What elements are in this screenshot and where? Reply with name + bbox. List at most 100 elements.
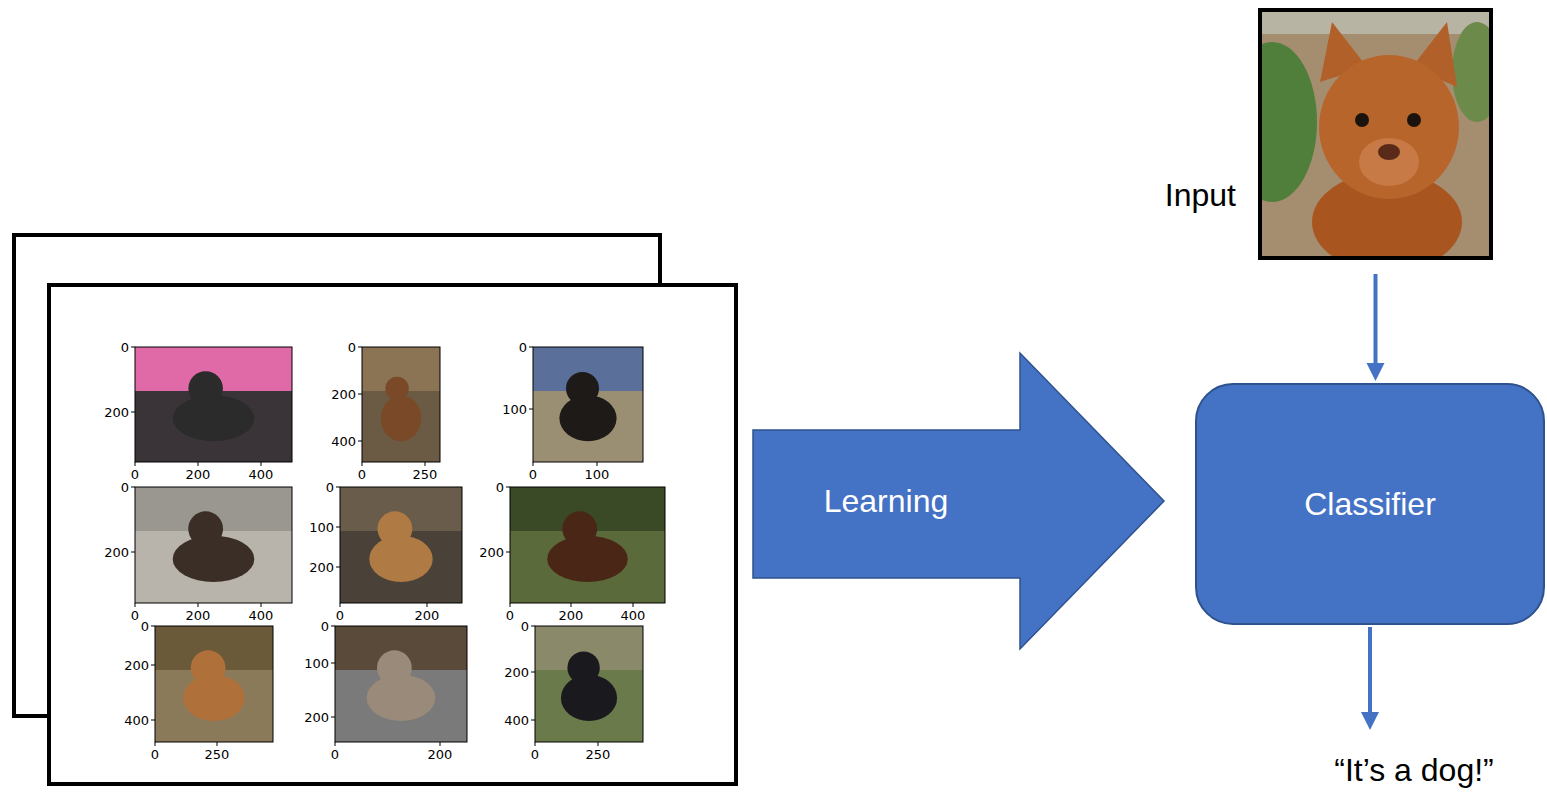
input-image: Input [1258, 8, 1493, 260]
tick-label: 200 [304, 710, 329, 725]
photo-ground [135, 347, 292, 462]
dog-photo [131, 347, 292, 466]
dog-head [562, 511, 597, 546]
tick-mark [131, 412, 135, 413]
tick-mark [633, 603, 634, 607]
arrow-shaft [1368, 627, 1372, 714]
arrow-shaft [1374, 274, 1378, 365]
dog-nose [1378, 144, 1400, 160]
tick-label: 400 [331, 434, 356, 449]
dog-head [188, 371, 223, 406]
output-label: “It’s a dog!” [1334, 752, 1493, 789]
tick-mark [358, 394, 362, 395]
dog-head [191, 650, 226, 685]
tick-label: 0 [506, 608, 514, 623]
tick-label: 0 [131, 608, 139, 623]
tick-mark [506, 552, 510, 553]
tick-mark [331, 626, 335, 627]
tick-label: 200 [124, 658, 149, 673]
dog-photo [531, 626, 643, 746]
dog-photo [336, 487, 462, 607]
block-arrow [752, 352, 1165, 650]
arrow-head [1361, 712, 1379, 730]
tick-label: 0 [326, 480, 334, 495]
output-text: “It’s a dog!” [1330, 752, 1497, 789]
photo-ground [510, 487, 665, 603]
photo-ground [155, 626, 273, 742]
tick-mark [331, 663, 335, 664]
dog-head [566, 372, 599, 405]
axes-frame [535, 626, 643, 742]
dog-photo [151, 626, 273, 746]
tick-mark [336, 487, 340, 488]
arrow-shape [753, 353, 1164, 649]
photo-ground [335, 626, 467, 742]
tick-mark [598, 742, 599, 746]
arrow-label: Learning [824, 483, 949, 520]
tick-mark [425, 462, 426, 466]
tick-label: 0 [358, 467, 366, 482]
tick-label: 250 [413, 467, 438, 482]
axes-frame [362, 347, 440, 462]
tick-label: 200 [415, 608, 440, 623]
tick-label: 200 [104, 545, 129, 560]
tick-label: 200 [479, 545, 504, 560]
tick-label: 250 [586, 747, 611, 762]
tick-label: 0 [496, 480, 504, 495]
tick-mark [531, 626, 535, 627]
dog-head [378, 511, 413, 546]
tick-mark [331, 717, 335, 718]
tick-label: 0 [521, 619, 529, 634]
tick-label: 0 [331, 747, 339, 762]
tick-label: 0 [321, 619, 329, 634]
tick-label: 400 [504, 713, 529, 728]
dog-head [567, 652, 599, 684]
axes-frame [335, 626, 467, 742]
tick-mark [427, 603, 428, 607]
flow-arrow [1367, 274, 1385, 381]
tick-label: 200 [186, 467, 211, 482]
tick-mark [198, 603, 199, 607]
dog-head [1319, 55, 1459, 199]
tick-label: 200 [309, 560, 334, 575]
box-label: Classifier [1304, 486, 1436, 523]
tick-label: 250 [205, 747, 230, 762]
dog-head [377, 650, 412, 685]
tick-label: 200 [504, 665, 529, 680]
tick-label: 100 [585, 467, 610, 482]
tick-mark [261, 462, 262, 466]
tick-mark [151, 626, 155, 627]
tick-mark [529, 409, 533, 410]
tick-label: 400 [249, 467, 274, 482]
photo-fence [1262, 12, 1489, 34]
dog-eye [1355, 113, 1369, 127]
arrow-text-area: Learning [752, 352, 1020, 650]
arrow-head [1367, 363, 1385, 381]
tick-mark [529, 347, 533, 348]
dog-muzzle [1359, 138, 1419, 186]
tick-label: 0 [529, 467, 537, 482]
tick-label: 200 [331, 387, 356, 402]
tick-mark [261, 603, 262, 607]
tick-mark [131, 487, 135, 488]
axes-frame [340, 487, 462, 603]
photo-ground [135, 487, 292, 603]
dog-photo [529, 347, 643, 466]
tick-mark [336, 527, 340, 528]
dog-eye [1407, 113, 1421, 127]
tick-mark [531, 672, 535, 673]
dog-photo [358, 347, 440, 466]
tick-label: 100 [502, 402, 527, 417]
dog-body [381, 395, 422, 441]
tick-label: 0 [348, 340, 356, 355]
tick-label: 0 [131, 467, 139, 482]
tick-mark [155, 742, 156, 746]
tick-mark [198, 462, 199, 466]
tick-label: 0 [531, 747, 539, 762]
foliage [1262, 42, 1317, 202]
tick-mark [535, 742, 536, 746]
tick-mark [358, 347, 362, 348]
tick-label: 0 [121, 480, 129, 495]
tick-mark [362, 462, 363, 466]
foliage [1452, 22, 1489, 122]
